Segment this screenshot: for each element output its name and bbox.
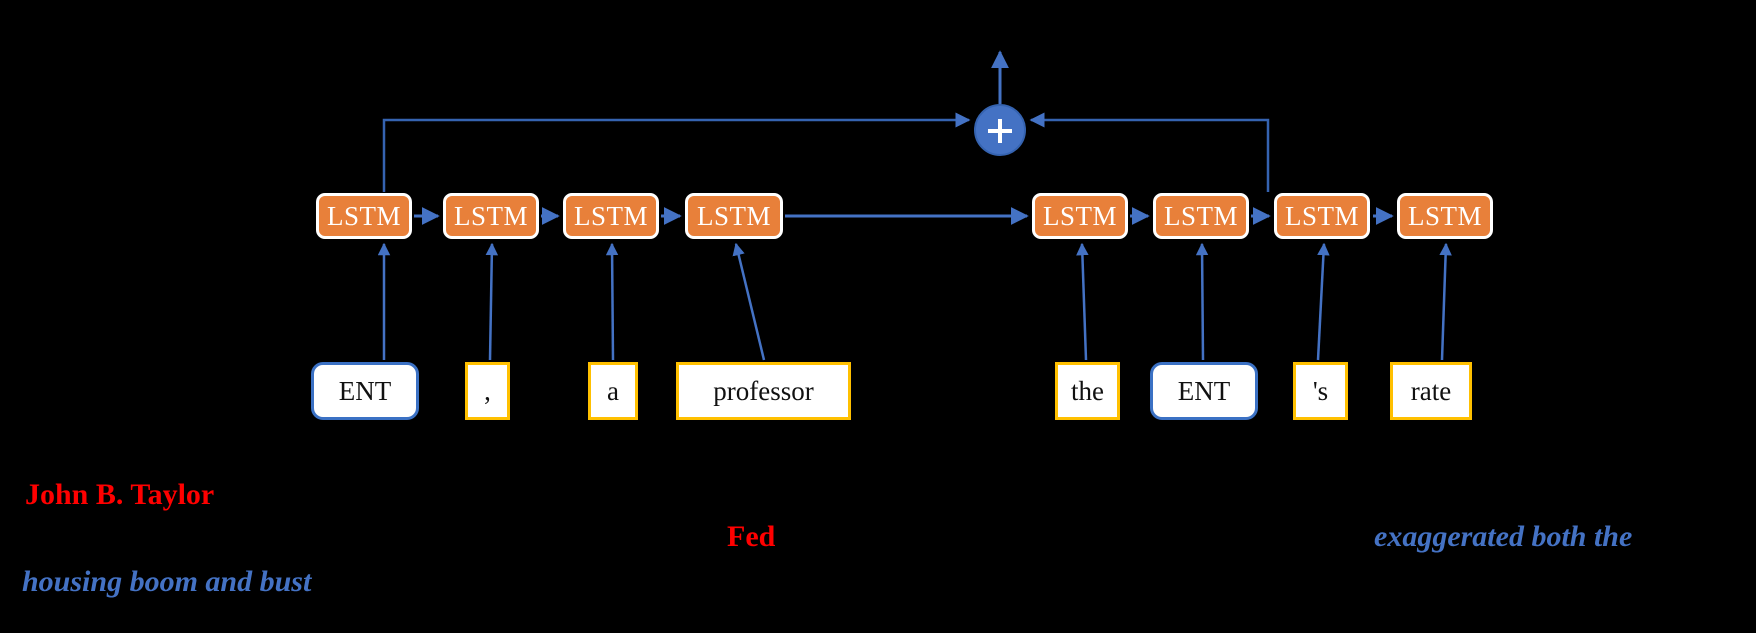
word-token-box-2[interactable]: , [465,362,510,420]
phrase-caption-4: housing boom and bust [22,565,312,598]
word-token-box-5[interactable]: the [1055,362,1120,420]
lstm-cell-1[interactable]: LSTM [316,193,412,239]
lstm-cell-7[interactable]: LSTM [1274,193,1370,239]
entity-token-box-6[interactable]: ENT [1150,362,1258,420]
lstm-cell-2[interactable]: LSTM [443,193,539,239]
input-arrow-token-6 [1195,242,1209,361]
lstm-cell-4[interactable]: LSTM [685,193,783,239]
input-arrow-token-7 [1316,242,1330,361]
entity-token-box-1[interactable]: ENT [311,362,419,420]
input-arrow-token-2 [485,242,499,361]
sum-node[interactable] [974,104,1026,156]
plus-icon-vertical-bar [998,119,1002,143]
word-token-box-4[interactable]: professor [676,362,851,420]
lstm-cell-8[interactable]: LSTM [1397,193,1493,239]
input-arrow-token-3 [605,242,619,361]
entity2-to-sum-wire [1029,112,1270,192]
word-token-box-8[interactable]: rate [1390,362,1472,420]
entity-caption-1: John B. Taylor [25,478,215,511]
input-arrow-token-8 [1439,242,1452,361]
word-token-box-3[interactable]: a [588,362,638,420]
entity1-to-sum-wire [382,112,971,192]
input-arrow-token-5 [1076,242,1089,361]
input-arrow-token-4 [732,242,766,361]
lstm-cell-6[interactable]: LSTM [1153,193,1249,239]
word-token-box-7[interactable]: 's [1293,362,1348,420]
lstm-cell-3[interactable]: LSTM [563,193,659,239]
phrase-caption-3: exaggerated both the [1374,520,1633,553]
entity-caption-2: Fed [727,520,776,553]
lstm-cell-5[interactable]: LSTM [1032,193,1128,239]
